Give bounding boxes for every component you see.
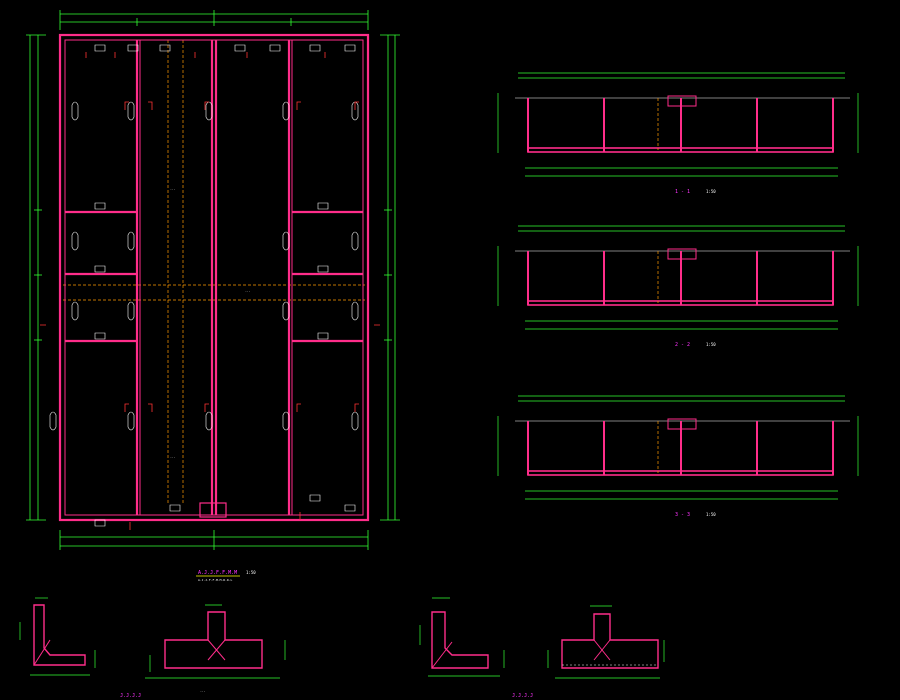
section-1-label: 1 - 1 xyxy=(675,189,690,195)
plan-hidden-lines xyxy=(63,40,365,505)
detail-2: --- xyxy=(145,604,286,693)
section-3: 3 - 3 1:50 xyxy=(497,395,859,518)
section-2: 2 - 2 1:50 xyxy=(497,225,859,348)
detail-1-label: J.J.J.J xyxy=(120,693,141,699)
plan-annotation-symbols xyxy=(49,44,359,527)
plan-walls xyxy=(58,33,370,522)
plan-scale: 1:50 xyxy=(246,570,256,575)
plan-small-labels: --- --- --- xyxy=(170,187,251,459)
svg-text:---: --- xyxy=(200,689,206,693)
plan-markers xyxy=(40,52,380,530)
svg-text:---: --- xyxy=(170,455,176,459)
section-1: 1 - 1 1:50 xyxy=(497,72,859,195)
detail-1: J.J.J.J xyxy=(19,597,141,699)
plan-subtitle: A.J.J.F.F.M.M.R.R.L xyxy=(198,578,233,582)
section-2-label: 2 - 2 xyxy=(675,342,690,348)
section-views: 1 - 1 1:50 2 - 2 1:50 3 - 3 1:50 xyxy=(497,72,859,518)
section-3-scale: 1:50 xyxy=(706,512,716,517)
svg-text:---: --- xyxy=(170,187,176,191)
section-1-scale: 1:50 xyxy=(706,189,716,194)
detail-3: J.J.J.J xyxy=(419,597,533,699)
detail-4 xyxy=(547,605,665,679)
plan-title-block: A.J.J.F.F.M.M 1:50 A.J.J.F.F.M.M.R.R.L xyxy=(196,570,256,582)
detail-3-label: J.J.J.J xyxy=(512,693,533,699)
section-3-label: 3 - 3 xyxy=(675,512,690,518)
floor-plan: --- --- --- A.J.J.F.F.M.M 1:50 A.J.J.F.F… xyxy=(26,10,400,582)
detail-views: J.J.J.J --- J.J.J.J xyxy=(19,597,665,699)
plan-dimension-lines xyxy=(26,10,400,550)
section-2-scale: 1:50 xyxy=(706,342,716,347)
plan-title: A.J.J.F.F.M.M xyxy=(198,570,237,576)
svg-text:---: --- xyxy=(245,289,251,293)
